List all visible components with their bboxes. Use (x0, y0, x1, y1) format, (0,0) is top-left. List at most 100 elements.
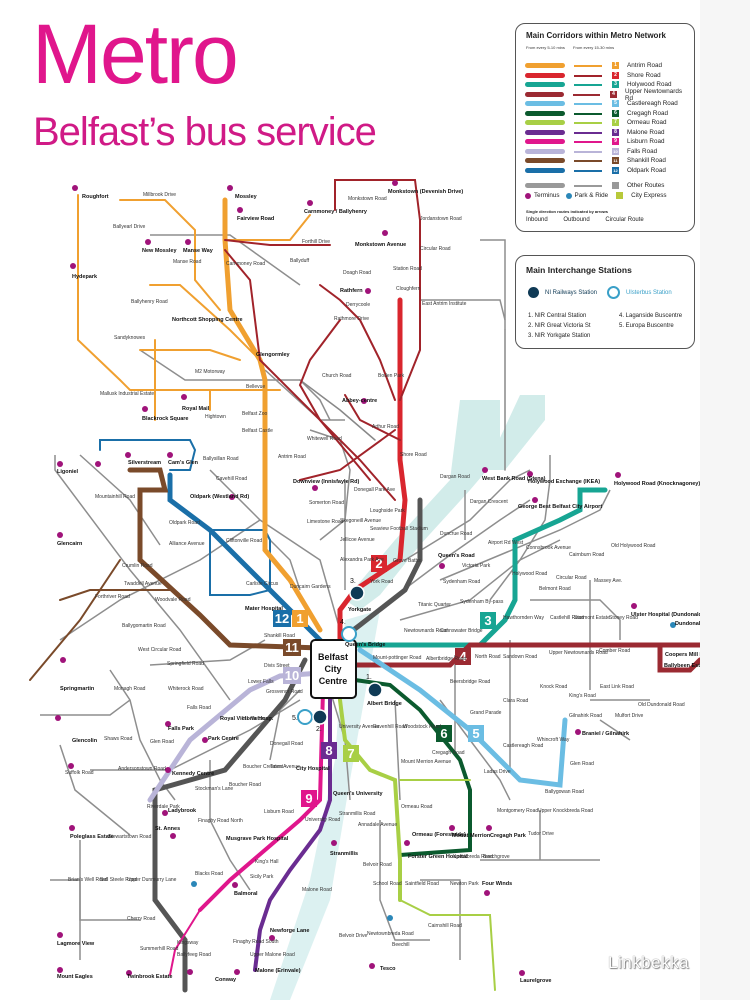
map-poster: Metro Belfast’s bus service (29, 12, 700, 1000)
svg-text:Ulster Hospital (Dundonald): Ulster Hospital (Dundonald) (631, 612, 700, 618)
interchange-title: Main Interchange Stations (526, 265, 632, 275)
svg-text:New Mossley: New Mossley (142, 248, 177, 254)
svg-text:Monkstown Road: Monkstown Road (348, 196, 387, 202)
right-margin (700, 0, 750, 1000)
svg-text:Victoria Park: Victoria Park (462, 563, 491, 569)
svg-text:Limestone Road: Limestone Road (307, 519, 344, 525)
svg-text:King's Hall: King's Hall (255, 859, 278, 865)
svg-text:Belmont Road: Belmont Road (539, 586, 571, 592)
svg-text:Station Road: Station Road (393, 266, 422, 272)
park-ride-icon (565, 192, 572, 199)
svg-text:Braniel / Gilnahirk: Braniel / Gilnahirk (582, 731, 630, 737)
svg-text:Dargan Road: Dargan Road (440, 474, 470, 480)
svg-text:Clara Road: Clara Road (503, 698, 529, 704)
svg-text:Seaview Football Stadium: Seaview Football Stadium (370, 526, 428, 532)
bus-station-icon (607, 286, 621, 299)
svg-text:Belfast Castle: Belfast Castle (242, 428, 273, 434)
svg-text:Queen's Road: Queen's Road (438, 553, 475, 559)
svg-text:Upper Dunmurry Lane: Upper Dunmurry Lane (127, 877, 177, 883)
svg-text:Dundonald Park & Ride: Dundonald Park & Ride (675, 621, 700, 627)
svg-text:Northcott Shopping Centre: Northcott Shopping Centre (172, 317, 243, 323)
route-badges: 1 2 3 4 5 6 7 8 9 10 11 12 (273, 555, 496, 807)
svg-text:Ballyfeeg Road: Ballyfeeg Road (177, 952, 211, 958)
svg-text:Shaws Road: Shaws Road (104, 736, 133, 742)
svg-text:8: 8 (325, 743, 332, 758)
svg-text:Monkstown (Devenish Drive): Monkstown (Devenish Drive) (388, 189, 463, 195)
svg-text:Glencolin: Glencolin (72, 738, 98, 744)
svg-text:Forthill Drive: Forthill Drive (302, 239, 330, 245)
svg-text:Donegall Park Ave: Donegall Park Ave (354, 487, 395, 493)
svg-text:Boden Park: Boden Park (378, 373, 405, 379)
svg-text:Alliance Avenue: Alliance Avenue (169, 541, 205, 547)
svg-text:1.: 1. (366, 674, 372, 681)
svg-text:Connswater Bridge: Connswater Bridge (440, 628, 483, 634)
street-labels: Mallusk Industrial Estate Hightown Belle… (65, 192, 685, 958)
svg-text:Beersbridge Road: Beersbridge Road (450, 679, 491, 685)
legend-freq-high: From every 5-10 mins (526, 45, 565, 50)
svg-text:Lagmore View: Lagmore View (57, 941, 95, 947)
svg-text:Cregagh Road: Cregagh Road (432, 750, 465, 756)
svg-text:Mossley: Mossley (235, 194, 258, 200)
terminus-markers (55, 180, 637, 976)
svg-text:Holywood Exchange (IKEA): Holywood Exchange (IKEA) (528, 479, 600, 485)
svg-text:Springfield Road: Springfield Road (167, 661, 204, 667)
svg-text:University Road: University Road (305, 817, 341, 823)
svg-text:Belvoir Road: Belvoir Road (363, 862, 392, 868)
legend-title: Main Corridors within Metro Network (526, 31, 667, 40)
svg-text:2: 2 (375, 556, 382, 571)
svg-text:Tates Avenue: Tates Avenue (270, 764, 300, 770)
svg-text:Falls Road: Falls Road (187, 705, 211, 711)
svg-text:Blackrock Square: Blackrock Square (142, 416, 188, 422)
svg-text:Ormeau (Forestside): Ormeau (Forestside) (412, 832, 466, 838)
svg-text:Stranmillis: Stranmillis (330, 851, 358, 857)
svg-text:Derrycoole: Derrycoole (346, 302, 370, 308)
svg-text:Poleglass Estate: Poleglass Estate (70, 834, 114, 840)
svg-text:Twinbrook Estate: Twinbrook Estate (127, 974, 172, 980)
svg-text:Sandown Road: Sandown Road (503, 654, 537, 660)
svg-text:10: 10 (285, 668, 299, 683)
svg-text:Upper Knockbreda Road: Upper Knockbreda Road (538, 808, 593, 814)
svg-text:Newton Park: Newton Park (450, 881, 479, 887)
svg-text:East Link Road: East Link Road (600, 684, 634, 690)
svg-text:Donegall Road: Donegall Road (270, 741, 303, 747)
svg-text:West Bank Road (Stena): West Bank Road (Stena) (482, 476, 546, 482)
svg-text:City Hospital: City Hospital (296, 766, 330, 772)
svg-text:Glencairn: Glencairn (57, 541, 83, 547)
svg-text:Grand Parade: Grand Parade (470, 710, 502, 716)
svg-text:Newtownards Road: Newtownards Road (404, 628, 448, 634)
svg-text:Twaddell Avenue: Twaddell Avenue (124, 581, 162, 587)
direction-note: Single direction routes indicated by arr… (526, 209, 609, 214)
svg-text:Upper Newtownards Road: Upper Newtownards Road (549, 650, 608, 656)
svg-text:Queen's Bridge: Queen's Bridge (345, 642, 385, 648)
station-type-keys: NI Railways Station Ulsterbus Station (528, 286, 672, 299)
route-5-castlereagh (357, 647, 568, 788)
svg-text:Hightown: Hightown (205, 414, 226, 420)
svg-text:Airport Rd West: Airport Rd West (488, 540, 524, 546)
svg-text:Monagh Road: Monagh Road (114, 686, 146, 692)
svg-text:Shore Road: Shore Road (400, 452, 427, 458)
svg-text:Royal Mail: Royal Mail (182, 406, 210, 412)
svg-text:Glengormley: Glengormley (256, 352, 291, 358)
svg-text:Saintfield Road: Saintfield Road (405, 881, 439, 887)
svg-text:Annadale Avenue: Annadale Avenue (358, 822, 397, 828)
svg-text:Church Road: Church Road (322, 373, 352, 379)
svg-text:West Circular Road: West Circular Road (138, 647, 181, 653)
svg-text:Cherry Road: Cherry Road (127, 916, 156, 922)
svg-text:Titanic Quarter: Titanic Quarter (418, 602, 451, 608)
svg-text:Four Winds: Four Winds (482, 881, 512, 887)
svg-text:Carnmoney / Ballyhenry: Carnmoney / Ballyhenry (304, 209, 368, 215)
svg-text:Belfast Zoo: Belfast Zoo (242, 411, 268, 417)
svg-text:Duncairn Gardens: Duncairn Gardens (290, 584, 331, 590)
svg-text:Cliftonville Road: Cliftonville Road (226, 538, 262, 544)
svg-text:5.: 5. (292, 715, 298, 722)
svg-text:Stranmillis Road: Stranmillis Road (339, 811, 376, 817)
svg-text:Beechill: Beechill (392, 942, 410, 948)
svg-text:Royal Victoria Hosp.: Royal Victoria Hosp. (220, 716, 274, 722)
svg-text:Cairnshill Road: Cairnshill Road (428, 923, 462, 929)
svg-text:12: 12 (275, 611, 289, 626)
